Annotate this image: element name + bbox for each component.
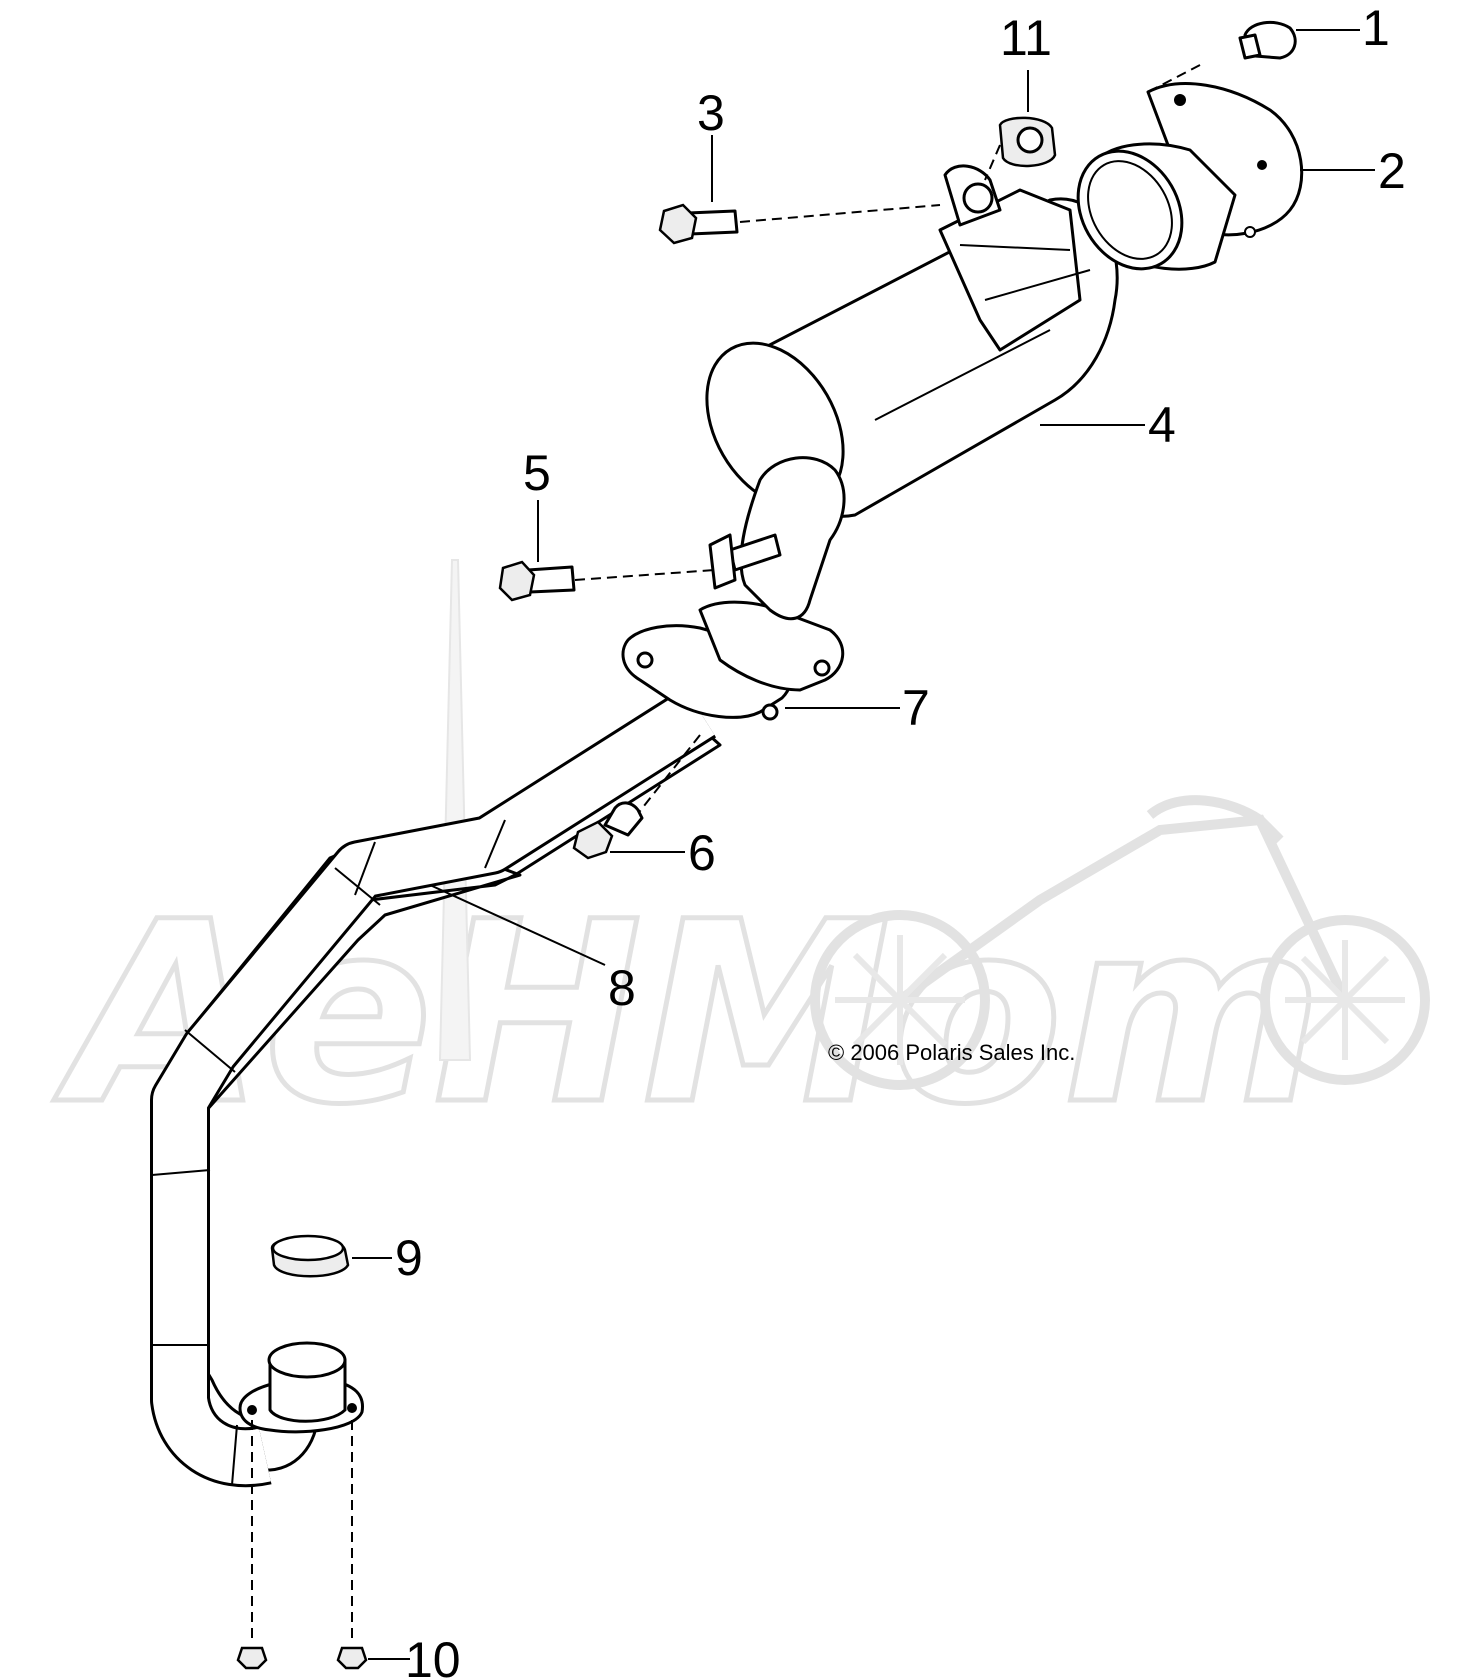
- exhaust-port-flange: [238, 1341, 365, 1434]
- callout-labels: 1 2 3 4 5 6 7 8 9 10 11: [395, 0, 1406, 1679]
- callout-9: 9: [395, 1230, 423, 1286]
- callout-5: 5: [523, 445, 551, 501]
- clamp-part-7: [621, 600, 900, 721]
- watermark-spire: [438, 559, 472, 1061]
- bolt-part-3: [658, 135, 941, 245]
- grommet-part-11: [984, 70, 1057, 181]
- muffler-part-4: [705, 164, 1145, 621]
- callout-4: 4: [1148, 397, 1176, 453]
- callout-3: 3: [697, 85, 725, 141]
- callout-1: 1: [1362, 0, 1390, 56]
- callout-11: 11: [1000, 10, 1052, 66]
- callout-10: 10: [405, 1632, 461, 1679]
- bolt-part-5: [498, 500, 716, 602]
- callout-7: 7: [902, 680, 930, 736]
- bolt-part-6: [572, 734, 701, 860]
- callout-2: 2: [1378, 143, 1406, 199]
- nut-left: [236, 1646, 268, 1670]
- gasket-part-9: [270, 1234, 392, 1278]
- callout-8: 8: [608, 960, 636, 1016]
- leader-8: [429, 884, 606, 966]
- nuts-part-10: [236, 1420, 410, 1670]
- end-cap-part-2: [1076, 64, 1375, 271]
- callout-6: 6: [688, 825, 716, 881]
- screw-part-1: [1238, 20, 1360, 60]
- watermark-motorcycle: [810, 795, 1430, 1090]
- watermark-text: AeHMom: [53, 868, 1323, 1159]
- watermark: AeHMom: [51, 559, 1430, 1162]
- head-pipe: [150, 686, 722, 1488]
- copyright-text: © 2006 Polaris Sales Inc.: [828, 1040, 1075, 1065]
- nut-right: [336, 1646, 368, 1670]
